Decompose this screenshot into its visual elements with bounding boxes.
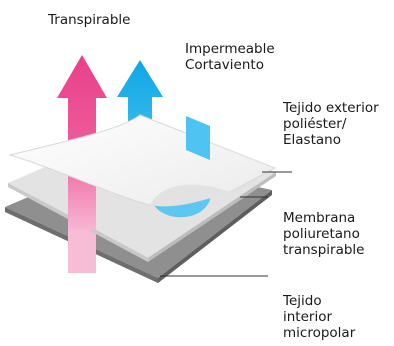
- inner-fabric-edge-right: [158, 190, 272, 283]
- label-impermeable-cortaviento: Impermeable Cortaviento: [185, 41, 275, 73]
- label-tejido-exterior: Tejido exterior poliéster/ Elastano: [283, 100, 379, 148]
- blue-wind-stripe: [186, 116, 210, 160]
- label-membrana: Membrana poliuretano transpirable: [283, 210, 365, 258]
- outer-fabric-curl: [150, 184, 230, 207]
- pink-arrow-tail: [68, 228, 96, 273]
- label-tejido-interior: Tejido interior micropolar: [283, 293, 356, 341]
- label-transpirable: Transpirable: [48, 12, 131, 28]
- membrane-edge-right: [148, 172, 276, 262]
